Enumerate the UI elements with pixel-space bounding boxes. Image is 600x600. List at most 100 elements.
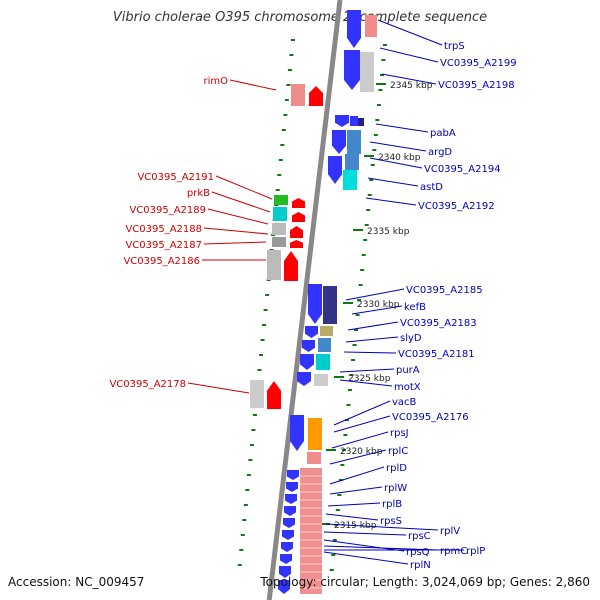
reverse-gene-block [287, 470, 299, 480]
reverse-gene-block [332, 130, 346, 154]
reverse-gene-label: VC0395_A2183 [400, 318, 477, 329]
reverse-gene-label: rpmC [440, 546, 467, 557]
forward-gene-block [267, 250, 281, 280]
reverse-gene-block [285, 494, 297, 504]
reverse-leader-line [367, 177, 419, 187]
reverse-gene-block [318, 338, 331, 352]
reverse-gene-label: VC0395_A2176 [392, 412, 469, 423]
reverse-leader-line [339, 368, 395, 373]
reverse-gene-label: rplN [410, 560, 431, 571]
forward-leader-line [211, 191, 271, 213]
scale-label: 2335 kbp [367, 227, 410, 237]
reverse-gene-block [323, 286, 337, 324]
reverse-gene-label: rpsC [408, 531, 431, 542]
reverse-leader-line [329, 449, 387, 465]
scale-label: 2330 kbp [357, 300, 400, 310]
reverse-gene-label: rplB [382, 499, 402, 510]
forward-gene-block [290, 226, 303, 238]
forward-gene-block [284, 251, 298, 281]
forward-gene-label: VC0395_A2191 [137, 172, 214, 183]
reverse-gene-label: VC0395_A2192 [418, 201, 495, 212]
reverse-gene-block [280, 554, 292, 564]
reverse-gene-block [350, 116, 358, 126]
reverse-gene-block [308, 418, 322, 450]
scale-label: 2320 kbp [340, 447, 383, 457]
reverse-gene-block [281, 542, 293, 552]
reverse-leader-line [375, 123, 429, 133]
scale-label: 2325 kbp [348, 374, 391, 384]
reverse-leader-line [347, 321, 399, 331]
forward-leader-line [215, 175, 273, 200]
forward-gene-block [309, 86, 323, 106]
forward-gene-block [292, 212, 305, 222]
reverse-leader-line [331, 431, 389, 449]
chromosome-backbone [266, 0, 343, 600]
reverse-leader-line [379, 47, 439, 63]
forward-gene-label: VC0395_A2178 [109, 379, 186, 390]
reverse-leader-line [369, 141, 427, 152]
reverse-leader-line [365, 197, 417, 206]
reverse-gene-label: rpsQ [406, 547, 430, 558]
reverse-gene-label: VC0395_A2198 [438, 80, 515, 91]
forward-gene-block [273, 207, 287, 221]
forward-gene-block [274, 195, 288, 205]
reverse-leader-line [325, 523, 439, 531]
forward-gene-label: VC0395_A2189 [129, 205, 206, 216]
reverse-gene-label: vacB [392, 397, 417, 408]
reverse-gene-label: rplP [466, 546, 485, 557]
reverse-gene-block [282, 530, 294, 540]
reverse-leader-line [333, 400, 391, 426]
reverse-gene-label: rplV [440, 526, 460, 537]
reverse-leader-line [339, 379, 393, 387]
forward-gene-label: prkB [187, 188, 210, 199]
reverse-leader-line [381, 73, 437, 85]
reverse-gene-block [302, 340, 315, 352]
forward-gene-label: VC0395_A2187 [125, 240, 202, 251]
reverse-gene-block [343, 170, 357, 190]
accession-label: Accession: NC_009457 [8, 575, 145, 589]
reverse-gene-block [279, 566, 291, 578]
reverse-gene-label: rplC [388, 446, 408, 457]
forward-leader-line [203, 227, 269, 235]
scale-label: 2345 kbp [390, 81, 433, 91]
forward-gene-label: VC0395_A2188 [125, 224, 202, 235]
reverse-gene-block [305, 326, 318, 338]
map-title: Vibrio cholerae O395 chromosome 2, compl… [112, 10, 488, 25]
reverse-gene-block [344, 50, 360, 90]
reverse-gene-block [284, 506, 296, 516]
reverse-gene-block [365, 15, 377, 37]
reverse-leader-line [323, 551, 409, 565]
reverse-leader-line [351, 305, 403, 315]
reverse-gene-label: slyD [400, 333, 422, 344]
reverse-gene-label: VC0395_A2199 [440, 58, 517, 69]
reverse-gene-block [345, 154, 359, 170]
reverse-gene-label: motX [394, 382, 421, 393]
forward-leader-line [229, 79, 277, 91]
reverse-gene-label: argD [428, 147, 452, 158]
reverse-gene-label: VC0395_A2181 [398, 349, 475, 360]
reverse-gene-label: rpsS [380, 516, 402, 527]
reverse-gene-label: rplD [386, 463, 407, 474]
reverse-gene-label: VC0395_A2194 [424, 164, 501, 175]
reverse-leader-line [327, 502, 381, 507]
forward-gene-block [267, 381, 281, 409]
reverse-gene-block [320, 326, 333, 336]
reverse-gene-block [297, 372, 311, 386]
reverse-gene-block [290, 415, 304, 451]
forward-gene-block [291, 84, 305, 106]
reverse-gene-label: purA [396, 365, 420, 376]
reverse-gene-block [360, 52, 374, 92]
forward-leader-line [203, 241, 267, 245]
reverse-leader-line [323, 531, 407, 536]
forward-gene-block [292, 198, 305, 208]
reverse-leader-line [345, 288, 405, 301]
forward-gene-label: rimO [203, 76, 228, 87]
forward-gene-block [290, 240, 303, 248]
reverse-gene-label: VC0395_A2185 [406, 285, 483, 296]
reverse-gene-label: rpsJ [390, 428, 409, 439]
reverse-gene-block [328, 156, 342, 184]
reverse-gene-block [347, 10, 361, 48]
reverse-gene-label: rplW [384, 483, 407, 494]
